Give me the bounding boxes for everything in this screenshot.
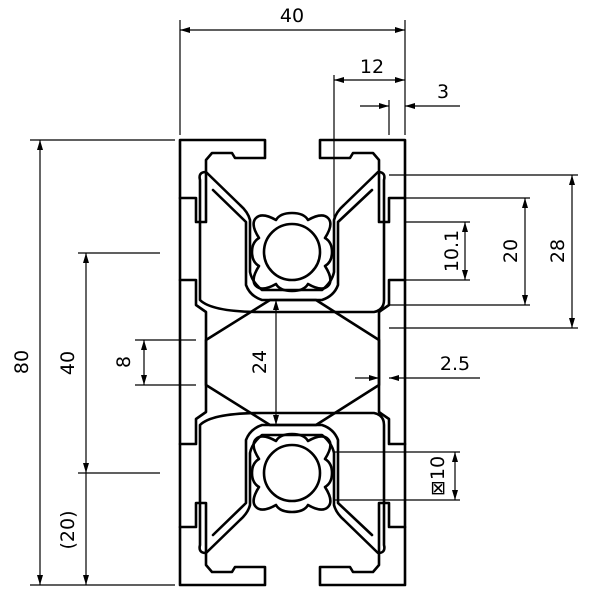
label-slot-offset: 12 [360, 56, 384, 78]
dimension-lines [30, 20, 578, 586]
label-pitch: 40 [57, 351, 79, 375]
label-core-bore: ⊠10 [427, 456, 449, 496]
dimension-labels: 40 12 3 80 40 (20) 8 24 10.1 20 28 2.5 ⊠… [11, 5, 569, 550]
label-pitch-remainder: (20) [57, 510, 79, 549]
label-overall-height: 80 [11, 350, 33, 374]
label-slot-outer: 28 [547, 239, 569, 263]
label-slot-opening: 10.1 [441, 230, 463, 272]
profile-outline [178, 138, 407, 587]
label-overall-width: 40 [280, 5, 304, 27]
label-web-thickness: 2.5 [440, 353, 470, 375]
label-center-cavity: 24 [249, 350, 271, 374]
label-side-opening: 8 [113, 356, 135, 368]
label-slot-inner: 20 [500, 239, 522, 263]
label-wall-thickness: 3 [437, 81, 449, 103]
